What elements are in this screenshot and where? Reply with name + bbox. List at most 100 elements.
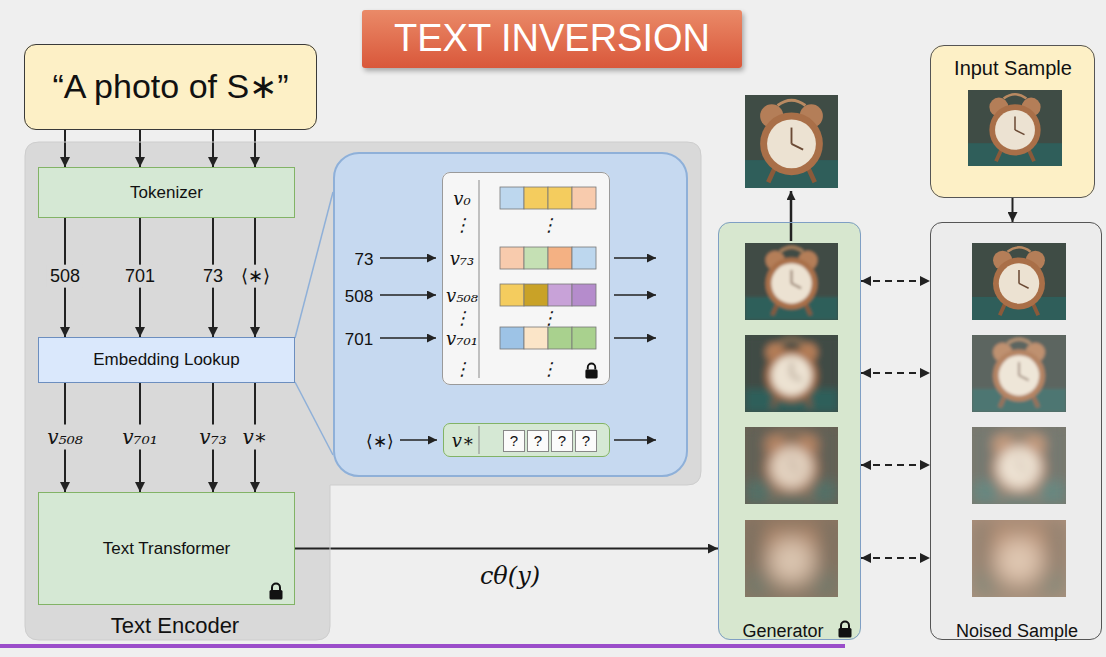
node-fill (443, 423, 610, 457)
node-text: v₅₀₈ (446, 286, 478, 307)
connector-line (1012, 198, 1014, 222)
connector (65, 218, 255, 337)
connector-line (295, 548, 718, 550)
connector-line (861, 557, 930, 559)
noised-frames (971, 243, 1067, 597)
lock-icon (585, 363, 597, 378)
node-text: ⋮ (453, 308, 471, 329)
node-fill (333, 152, 688, 477)
token-id: ⟨∗⟩ (238, 265, 273, 288)
node-text: “A photo of S∗” (53, 67, 289, 106)
connector (295, 548, 718, 549)
node-text: Embedding Lookup (93, 350, 240, 370)
node-text: 508 (345, 287, 373, 307)
connector-line (139, 130, 141, 167)
vector-cell: ? (551, 430, 573, 452)
embedding-table: v₀⋮⋮v₇₃v₅₀₈⋮⋮v₇₀₁⋮⋮ (442, 172, 610, 385)
node-fill (38, 167, 295, 218)
connector-line (295, 382, 333, 455)
node-text: v∗ (452, 431, 474, 452)
embedding-vector: v₇₃ (196, 425, 229, 450)
connector-line (212, 383, 214, 492)
node-text: 701 (345, 330, 373, 350)
connector (1012, 198, 1013, 222)
token-id: 701 (122, 265, 158, 288)
node-text: ⋮ (540, 359, 558, 380)
node-text: ⋮ (453, 215, 471, 236)
generator-frames (743, 243, 839, 597)
prompt-box: “A photo of S∗” (24, 44, 317, 130)
lock-icon (270, 584, 283, 600)
text-transformer-box: Text Transformer (38, 492, 295, 605)
node-text: Tokenizer (130, 183, 203, 203)
node-fill (930, 222, 1102, 640)
connector (65, 130, 255, 167)
table-dividers (479, 180, 480, 454)
node-text: ⋮ (453, 359, 471, 380)
node-fill (930, 45, 1095, 198)
node-text: 73 (355, 250, 374, 270)
text-encoder-region: Text Encoder TokenizerEmbedding LookupTex… (25, 142, 701, 640)
output-arrow (790, 191, 793, 241)
row-arrows (380, 258, 656, 440)
tokenizer-box: Tokenizer (38, 167, 295, 218)
generator-column: Generator (718, 222, 861, 640)
node-fill (25, 142, 701, 640)
lock-icon (839, 622, 852, 638)
edge-label: cθ(y) (480, 563, 540, 591)
node-fill (718, 222, 861, 640)
node-text: ⋮ (540, 215, 558, 236)
connector-line (254, 383, 256, 492)
vector-cell: ? (527, 430, 549, 452)
connector-line (861, 464, 930, 466)
new-embedding-row: v∗???? (443, 423, 610, 457)
noised-sample-column: Noised Sample (930, 222, 1102, 640)
connector-line (64, 130, 66, 167)
connector-line (254, 218, 256, 337)
connector-line (139, 383, 141, 492)
embedding-vector: v∗ (240, 425, 271, 450)
embedding-lookup-box: Embedding Lookup (38, 337, 295, 383)
node-text: Input Sample (954, 57, 1072, 80)
embedding-vector: v₅₀₈ (44, 425, 85, 450)
connector-line (64, 218, 66, 337)
progress-bar (0, 644, 845, 648)
node-fill (442, 172, 610, 385)
node-text: v₀ (453, 189, 470, 210)
token-id: 508 (47, 265, 83, 288)
connector (65, 383, 255, 492)
embedding-vector: v₇₀₁ (119, 425, 160, 450)
node-text: v₇₃ (450, 249, 475, 270)
connector (861, 281, 930, 558)
token-id: 73 (200, 265, 226, 288)
connector (295, 192, 333, 455)
connector-line (861, 280, 930, 282)
node-text: v₇₀₁ (446, 329, 478, 350)
connector-line (861, 372, 930, 374)
connector-line (139, 218, 141, 337)
node-text: ⋮ (540, 308, 558, 329)
connector-line (64, 383, 66, 492)
embedding-cells (500, 187, 596, 349)
encoder-outline (25, 142, 701, 640)
connector-line (212, 130, 214, 167)
node-text: Noised Sample (956, 621, 1078, 642)
node-text: Text Encoder (111, 613, 239, 638)
vector-cell: ? (503, 430, 525, 452)
title-banner: TEXT INVERSION (362, 10, 742, 68)
embedding-panel: 73508701⟨∗⟩v₀⋮⋮v₇₃v₅₀₈⋮⋮v₇₀₁⋮⋮v∗???? (333, 152, 688, 477)
node-text: Text Transformer (103, 539, 231, 559)
node-fill (24, 44, 317, 130)
connector-line (254, 130, 256, 167)
connector-line (295, 192, 333, 338)
node-text: Generator (742, 621, 823, 642)
input-image (968, 90, 1063, 166)
input-sample-box: Input Sample (930, 45, 1095, 198)
node-text: ⟨∗⟩ (366, 432, 394, 452)
output-image (733, 95, 849, 188)
connector-line (212, 218, 214, 337)
node-fill (38, 492, 295, 605)
title-text: TEXT INVERSION (394, 17, 710, 61)
